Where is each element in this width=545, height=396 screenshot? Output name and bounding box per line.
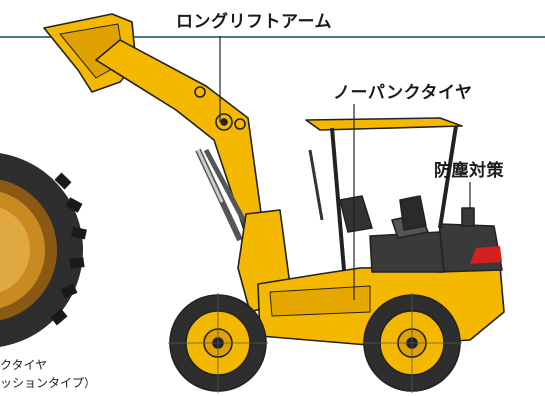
- label-long-lift-arm: ロングリフトアーム: [176, 12, 332, 32]
- label-dust-protection: 防塵対策: [434, 161, 504, 181]
- tire-caption-line1: クタイヤ: [0, 358, 48, 372]
- rear-wheel: [362, 293, 462, 393]
- cushion-tire-closeup: [0, 153, 87, 347]
- canopy: [305, 117, 463, 131]
- label-no-puncture-tire: ノーパンクタイヤ: [333, 83, 473, 103]
- operator-area: [369, 231, 445, 273]
- front-wheel: [168, 293, 268, 393]
- tire-caption-line2: ッションタイプ）: [0, 376, 97, 390]
